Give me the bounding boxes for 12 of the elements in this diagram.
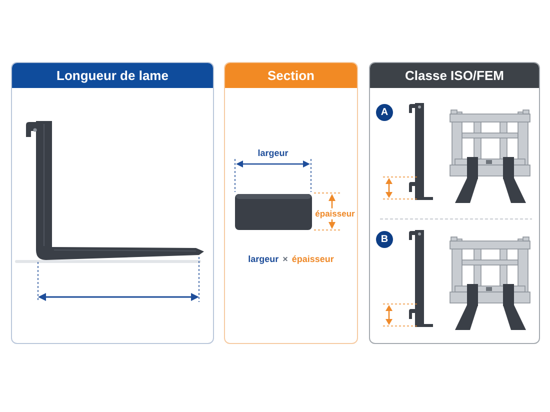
- panel-header: Classe ISO/FEM: [370, 63, 539, 88]
- panel-card: [11, 62, 214, 344]
- times-symbol: ×: [282, 255, 288, 265]
- dimension-label: épaisseur: [315, 208, 355, 220]
- panel-card: [224, 62, 358, 344]
- panel-header: Section: [225, 63, 357, 88]
- letter-badge: A: [376, 104, 393, 121]
- formula-term: largeur: [248, 255, 279, 265]
- letter-badge: B: [376, 231, 393, 248]
- formula-term: épaisseur: [292, 255, 334, 265]
- dimension-label: largeur: [258, 149, 288, 159]
- panel-header: Longueur de lame: [12, 63, 213, 88]
